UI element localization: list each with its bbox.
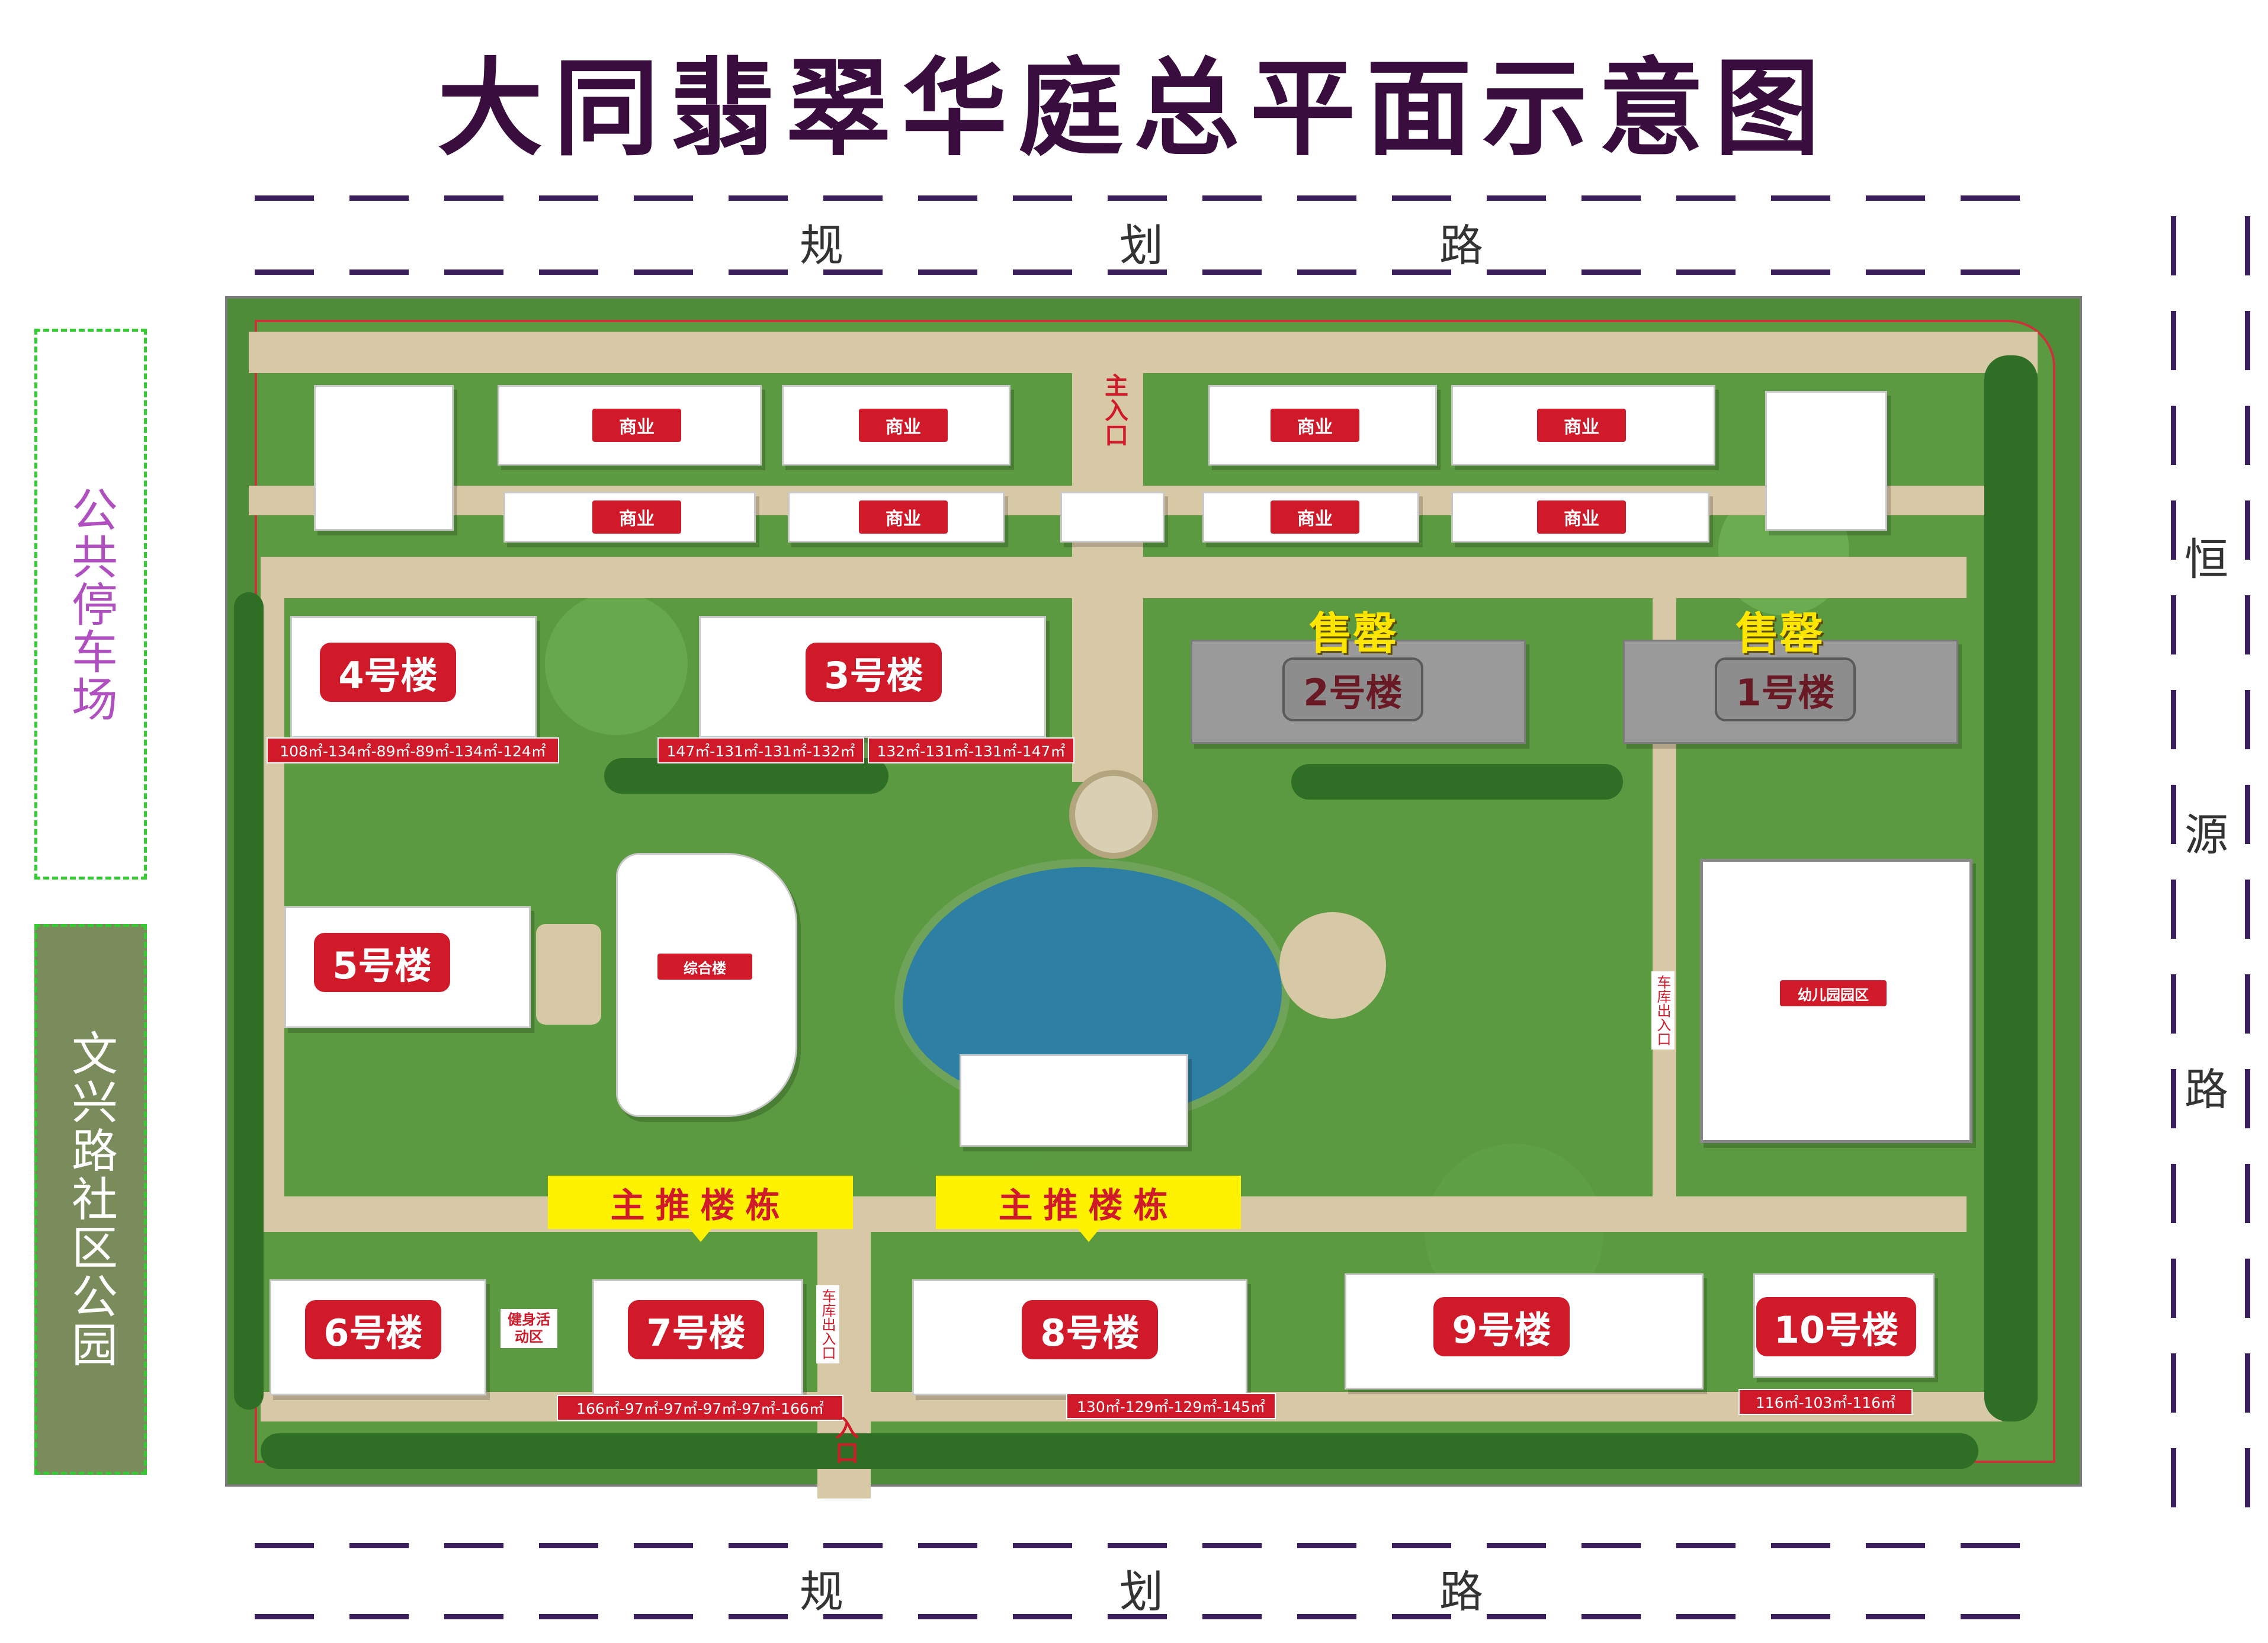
building-9-tag: 9号楼 — [1433, 1297, 1570, 1356]
bottom-road-line-1 — [255, 1543, 2038, 1548]
right-road-char-2: 源 — [2184, 810, 2228, 861]
commercial-tag-8: 商业 — [1537, 500, 1626, 534]
garage-entrance-east: 车库出入口 — [1651, 971, 1674, 1050]
central-axis-north — [1072, 332, 1143, 782]
garage-entrance-south: 车库出入口 — [816, 1285, 839, 1363]
north-east-tower — [1765, 391, 1887, 531]
promo-label-2: 主推楼栋 — [936, 1176, 1241, 1229]
bottom-road-char-3: 路 — [1439, 1567, 1483, 1618]
top-road-line-2 — [255, 269, 2038, 275]
west-inner-road — [261, 592, 284, 1208]
building-7-tag: 7号楼 — [628, 1300, 764, 1359]
page-title: 大同翡翠华庭总平面示意图 — [437, 46, 1831, 170]
building-3-tag: 3号楼 — [806, 643, 942, 702]
commercial-tag-4: 商业 — [1537, 409, 1626, 442]
bottom-road-char-2: 划 — [1119, 1567, 1163, 1618]
building-10-areas: 116㎡-103㎡-116㎡ — [1738, 1389, 1913, 1415]
tree-band-central-east — [1291, 764, 1623, 800]
north-commercial-strip — [249, 332, 2038, 373]
clubhouse — [960, 1054, 1188, 1147]
main-entrance-south: 入口 — [831, 1416, 858, 1465]
commercial-tag-5: 商业 — [592, 500, 681, 534]
bottom-road-line-2 — [255, 1614, 2038, 1619]
building-2-tag: 2号楼 — [1282, 657, 1423, 721]
right-road-line-2 — [2245, 216, 2250, 1513]
commercial-block-2a — [503, 492, 756, 543]
right-road-line-1 — [2171, 216, 2176, 1513]
tree-band-west — [234, 592, 264, 1410]
building-3-areas-a: 147㎡-131㎡-131㎡-132㎡ — [657, 737, 864, 763]
fitness-area-label: 健身活动区 — [501, 1309, 557, 1348]
top-road-char-1: 规 — [800, 220, 843, 271]
building-10-tag: 10号楼 — [1756, 1297, 1916, 1356]
building-6-tag: 6号楼 — [305, 1300, 441, 1359]
main-entrance-north: 主入口 — [1101, 373, 1128, 448]
promo-arrow-1 — [690, 1229, 711, 1242]
top-road-line-1 — [255, 195, 2038, 201]
public-parking-area — [34, 329, 147, 880]
right-road-char-3: 路 — [2184, 1064, 2228, 1115]
top-road-char-3: 路 — [1439, 220, 1483, 271]
commercial-tag-7: 商业 — [1271, 500, 1359, 534]
kindergarten-tag: 幼儿园园区 — [1780, 980, 1887, 1006]
building-1-tag: 1号楼 — [1715, 657, 1856, 721]
commercial-tag-2: 商业 — [859, 409, 948, 442]
building-3-areas-b: 132㎡-131㎡-131㎡-147㎡ — [868, 737, 1074, 763]
building-8-areas: 130㎡-129㎡-129㎡-145㎡ — [1066, 1393, 1276, 1419]
commercial-tag-1: 商业 — [592, 409, 681, 442]
community-park-area — [34, 924, 147, 1475]
public-parking-label: 公共停车场 — [64, 486, 117, 723]
west-plaza — [536, 924, 601, 1025]
promo-arrow-2 — [1078, 1229, 1099, 1242]
tree-band-south — [261, 1433, 1978, 1469]
community-park-label: 文兴路社区公园 — [64, 1029, 117, 1369]
building-5-tag: 5号楼 — [314, 933, 450, 992]
building-4-areas: 108㎡-134㎡-89㎡-89㎡-134㎡-124㎡ — [267, 737, 559, 763]
commercial-block-2c — [1060, 492, 1165, 543]
building-2-sold-out: 售罄 — [1309, 608, 1397, 659]
building-7-areas: 166㎡-97㎡-97㎡-97㎡-97㎡-166㎡ — [557, 1395, 843, 1421]
tree-band-east — [1984, 355, 2038, 1421]
tree-band-central — [604, 758, 888, 794]
building-4-tag: 4号楼 — [320, 643, 456, 702]
building-8-tag: 8号楼 — [1022, 1300, 1158, 1359]
fountain-plaza — [1069, 770, 1158, 859]
complex-building-tag: 综合楼 — [657, 954, 752, 980]
commercial-tag-3: 商业 — [1271, 409, 1359, 442]
promo-label-1: 主推楼栋 — [548, 1176, 853, 1229]
bottom-road-char-1: 规 — [800, 1567, 843, 1618]
right-road-char-1: 恒 — [2184, 534, 2228, 585]
east-plaza — [1279, 912, 1386, 1019]
commercial-tag-6: 商业 — [859, 500, 948, 534]
complex-building — [616, 853, 797, 1117]
top-road-char-2: 划 — [1119, 220, 1163, 271]
building-1-sold-out: 售罄 — [1736, 608, 1823, 659]
north-west-tower — [314, 385, 454, 531]
